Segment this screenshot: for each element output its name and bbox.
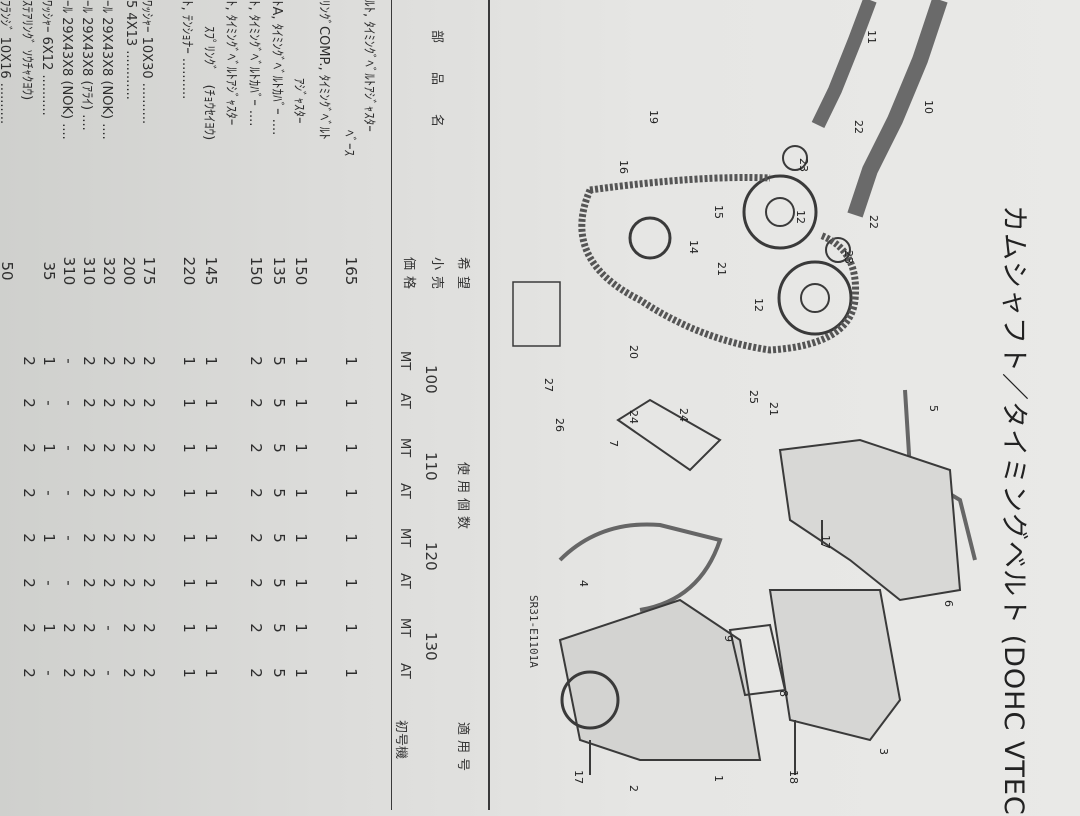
cam-sprocket-1 — [742, 174, 818, 250]
callout-number: 26 — [553, 418, 566, 432]
belt-label-sticker — [512, 281, 561, 347]
callout-number: 22 — [852, 120, 865, 134]
adjuster-arm — [616, 398, 722, 472]
callout-number: 3 — [877, 748, 890, 755]
callout-number: 6 — [942, 600, 955, 607]
lower-cover-1 — [558, 598, 762, 761]
callout-number: 11 — [865, 30, 878, 44]
callout-number: 22 — [867, 215, 880, 229]
callout-number: 24 — [627, 410, 640, 424]
camshaft-intake — [811, 0, 877, 129]
callout-number: 23 — [842, 250, 855, 264]
cam-sprocket-2 — [777, 260, 853, 336]
tensioner-pulley — [628, 216, 672, 260]
callout-number: 2 — [627, 785, 640, 792]
callout-number: 14 — [687, 240, 700, 254]
callout-number: 4 — [577, 580, 590, 587]
callout-number: 17 — [819, 535, 832, 549]
upper-cover — [778, 438, 962, 602]
callout-number: 18 — [787, 770, 800, 784]
callout-number: 21 — [767, 402, 780, 416]
seal-23b — [825, 237, 851, 263]
callout-number: 12 — [794, 210, 807, 224]
callout-number: 27 — [542, 378, 555, 392]
callout-number: 1 — [712, 775, 725, 782]
callout-number: 16 — [617, 160, 630, 174]
callout-number: 8 — [777, 690, 790, 697]
callout-number: 24 — [677, 408, 690, 422]
callout-number: 9 — [722, 635, 735, 642]
callout-number: 23 — [797, 158, 810, 172]
bracket-8-9 — [728, 623, 787, 697]
callout-number: 19 — [647, 110, 660, 124]
timing-belt — [578, 174, 860, 354]
lower-cover-3 — [768, 589, 902, 742]
gasket-4 — [558, 522, 723, 612]
callout-number: 21 — [715, 262, 728, 276]
camshaft-exhaust — [847, 0, 948, 218]
callout-number: 25 — [747, 390, 760, 404]
callout-number: 17 — [572, 770, 585, 784]
callout-number: 20 — [627, 345, 640, 359]
callout-number: 7 — [607, 440, 620, 447]
callout-number: 12 — [752, 298, 765, 312]
callout-number: 10 — [922, 100, 935, 114]
seal-23a — [782, 145, 808, 171]
callout-number: 5 — [927, 405, 940, 412]
callout-number: 15 — [712, 205, 725, 219]
